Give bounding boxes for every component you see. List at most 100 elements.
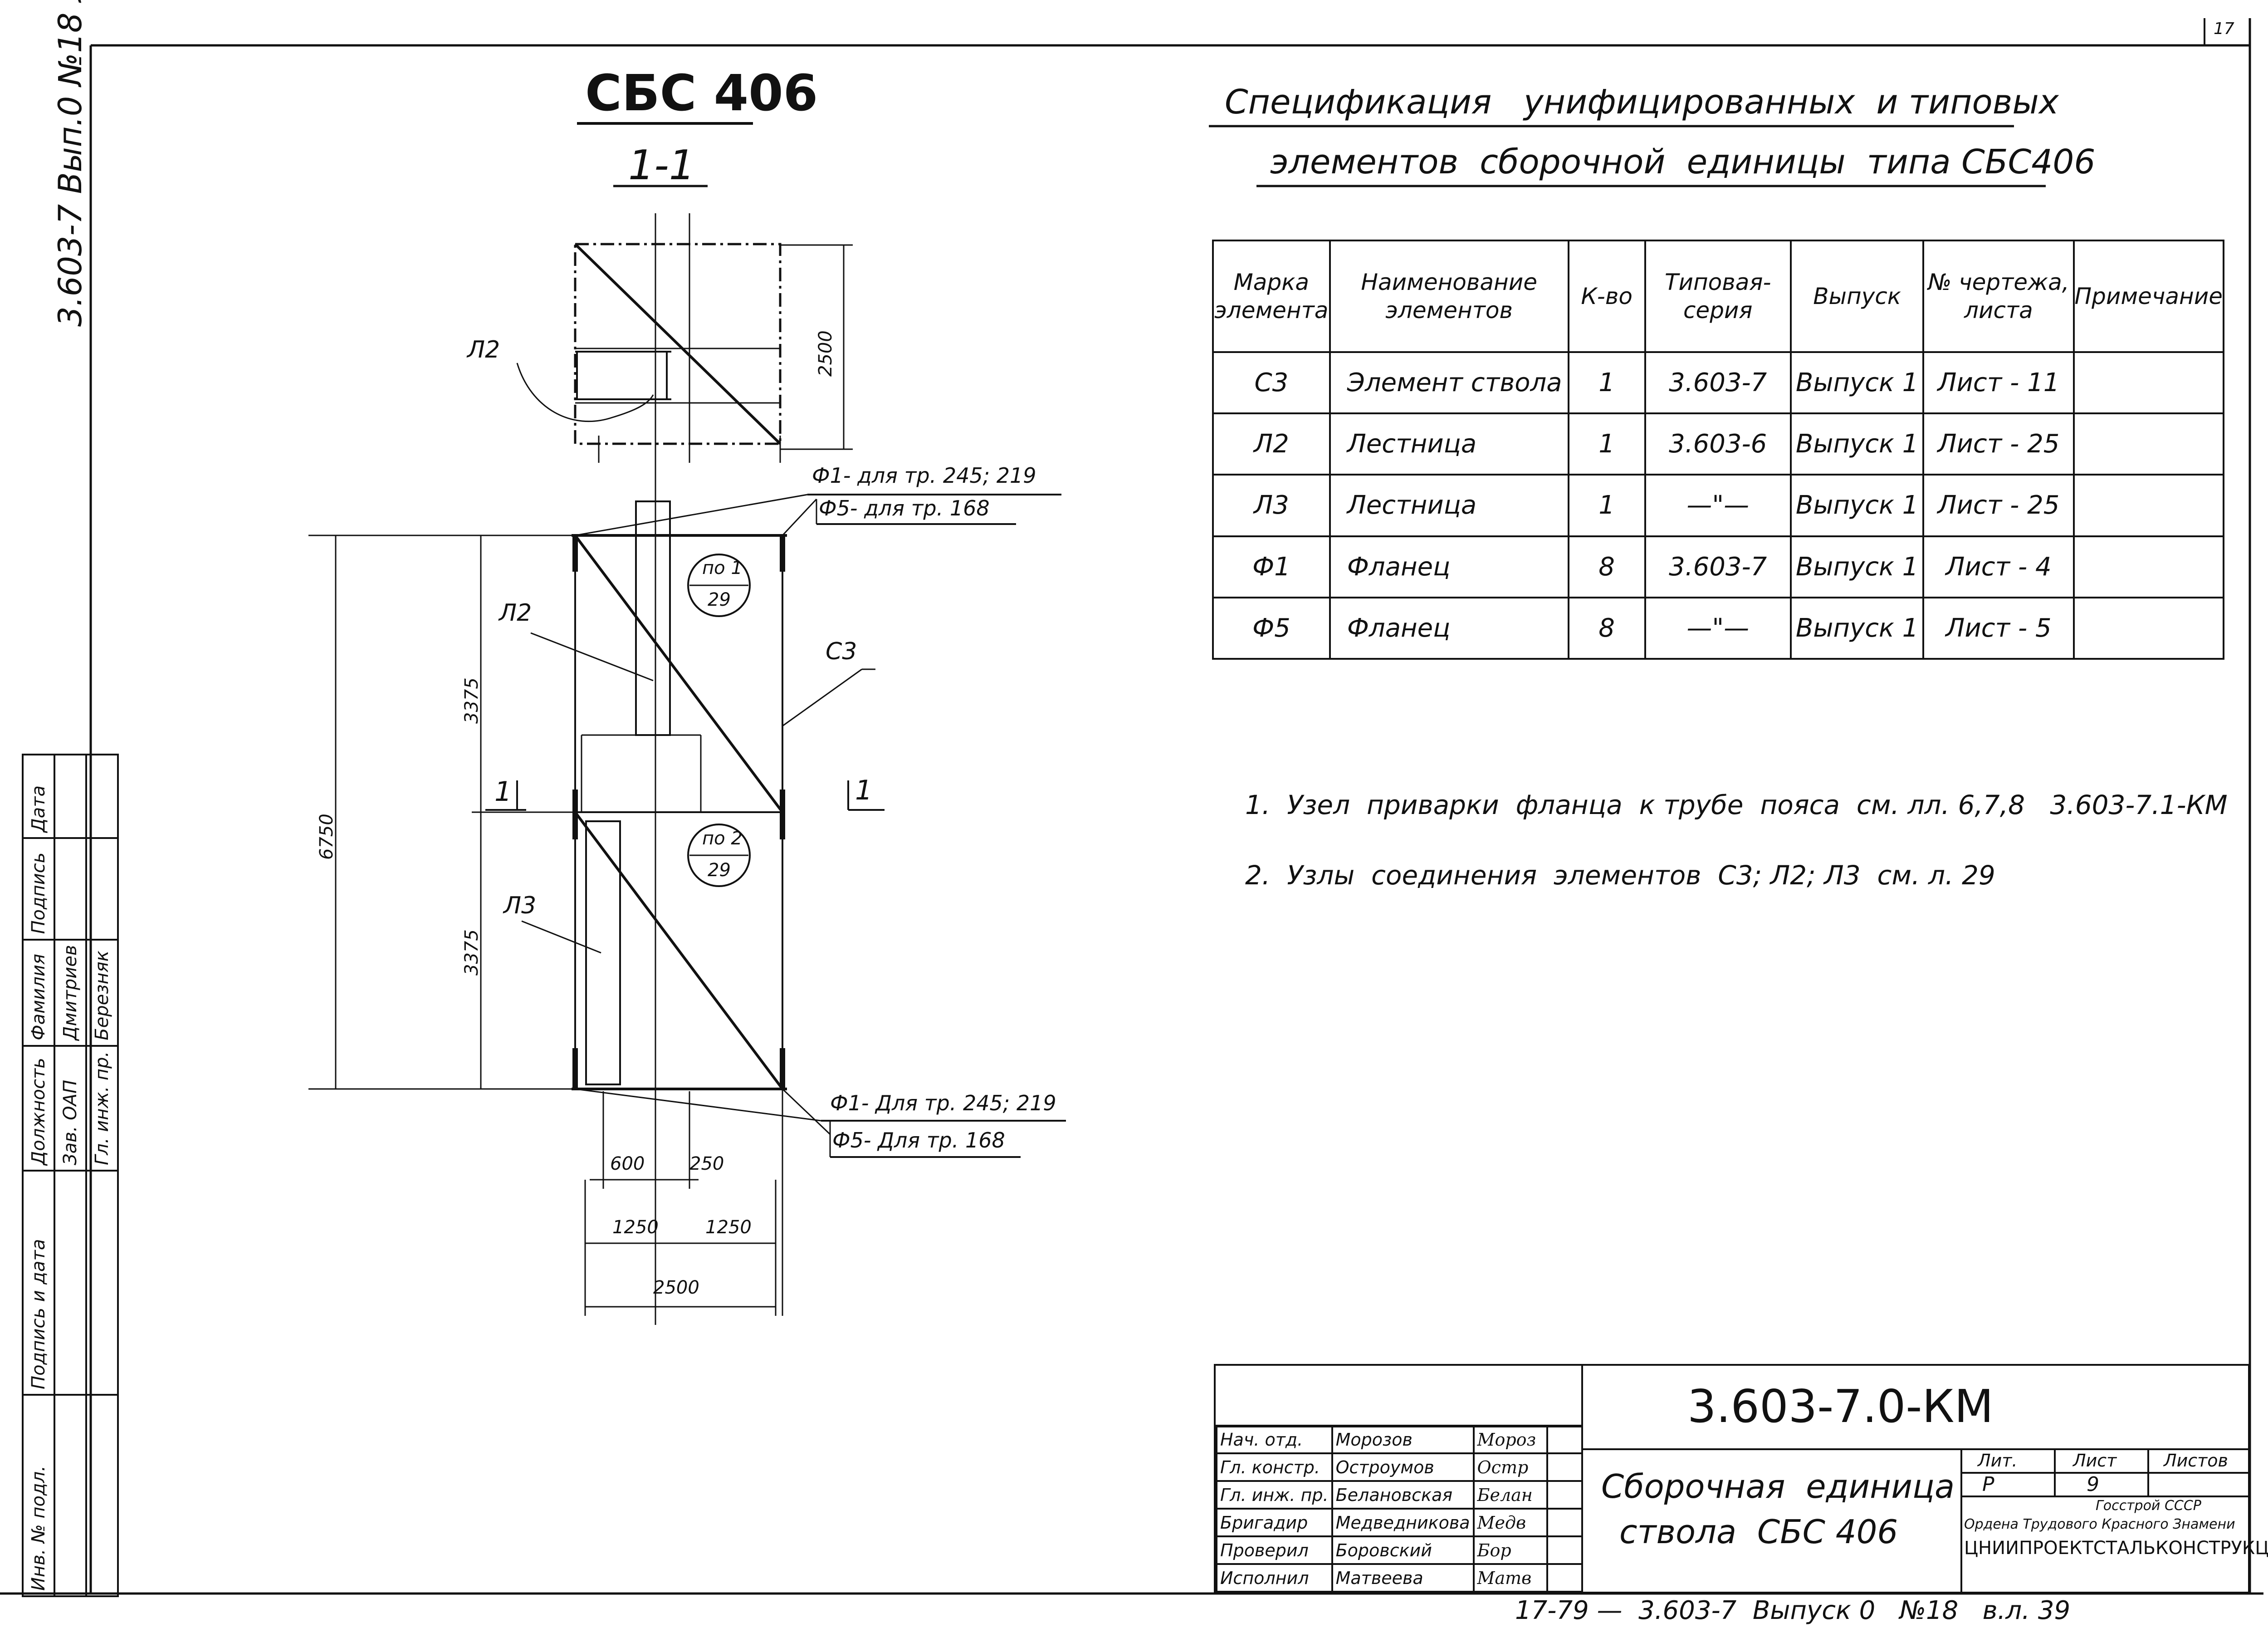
header-series: Типовая-серия (1644, 240, 1792, 353)
staff-signature: Матв (1472, 1563, 1548, 1593)
dim-3375-b: 3375 (461, 929, 482, 976)
cell-qty: 1 (1567, 412, 1646, 476)
dim-1250-a: 1250 (612, 1217, 659, 1238)
cell-mark: Л3 (1212, 474, 1331, 537)
node1-top: по 1 (702, 558, 743, 579)
staff-name: Остроумов (1331, 1452, 1475, 1482)
table-row: Ф1 Фланец 8 3.603-7 Выпуск 1 Лист - 4 (1212, 535, 2224, 598)
staff-role: Исполнил (1216, 1563, 1333, 1593)
staff-role: Проверил (1216, 1535, 1333, 1565)
sheets-label: Листов (2164, 1451, 2228, 1471)
cell-note (2072, 474, 2224, 537)
header-issue: Выпуск (1789, 240, 1925, 353)
callout-bot-f1: Ф1- Для тр. 245; 219 (830, 1091, 1056, 1115)
drawing-title: СБС 406 (585, 64, 818, 122)
cell-series: 3.603-6 (1644, 412, 1792, 476)
cell-sheet: Лист - 25 (1922, 474, 2075, 537)
col-position: Должность (23, 1045, 54, 1171)
staff-signature: Медв (1472, 1508, 1548, 1537)
staff-name: Медведникова (1331, 1508, 1475, 1537)
cell-name: Фланец (1329, 596, 1569, 660)
col-date: Дата (23, 754, 54, 838)
side-code: 3.603-7 Вып.0 №18 л.3 (52, 0, 89, 327)
dim-2500-top: 2500 (815, 330, 836, 377)
callout-top-f5: Ф5- для тр. 168 (819, 496, 990, 520)
table-row: Ф5 Фланец 8 —"— Выпуск 1 Лист - 5 (1212, 596, 2224, 660)
cell-name: Элемент ствола (1329, 351, 1569, 415)
cell-name: Фланец (1329, 535, 1569, 598)
header-mark: Марка элемента (1212, 240, 1331, 353)
cell-qty: 8 (1567, 596, 1646, 660)
stamp-surname: Березняк (86, 939, 118, 1046)
cell-issue: Выпуск 1 (1789, 474, 1925, 537)
stamp-surname: Дмитриев (54, 939, 86, 1046)
inv-label: Инв. № подл. (23, 1395, 54, 1596)
callout-bot-f5: Ф5- Для тр. 168 (832, 1128, 1005, 1152)
org-line1: Госстрой СССР (2096, 1498, 2201, 1514)
cell-series: —"— (1644, 596, 1792, 660)
label-l2-mid: Л2 (499, 599, 532, 627)
cell-note (2072, 535, 2224, 598)
cell-issue: Выпуск 1 (1789, 535, 1925, 598)
spec-table: Марка элемента Наименование элементов К-… (1212, 240, 2224, 660)
cell-mark: С3 (1212, 351, 1331, 415)
staff-name: Белановская (1331, 1480, 1475, 1510)
sheet-label: Лист (2073, 1451, 2117, 1471)
cell-sheet: Лист - 11 (1922, 351, 2075, 415)
spec-title-line2: элементов сборочной единицы типа СБС406 (1270, 142, 2096, 181)
cell-mark: Ф5 (1212, 596, 1331, 660)
spec-title-line1: Спецификация унифицированных и типовых (1225, 83, 2059, 122)
dim-600: 600 (610, 1153, 645, 1174)
cell-issue: Выпуск 1 (1789, 351, 1925, 415)
stamp-position: Зав. ОАП (54, 1045, 86, 1171)
header-qty: К-во (1567, 240, 1646, 353)
dim-1250-b: 1250 (705, 1217, 752, 1238)
staff-name: Матвеева (1331, 1563, 1475, 1593)
cell-name: Лестница (1329, 474, 1569, 537)
cell-issue: Выпуск 1 (1789, 412, 1925, 476)
staff-name: Боровский (1331, 1535, 1475, 1565)
staff-signature: Бор (1472, 1535, 1548, 1565)
staff-role: Нач. отд. (1216, 1425, 1333, 1454)
sheet-value: 9 (2087, 1473, 2099, 1496)
node2-top: по 2 (702, 828, 743, 849)
sign-date-label: Подпись и дата (23, 1171, 54, 1395)
node2-bot: 29 (708, 860, 731, 881)
cut-label-left: 1 (494, 776, 512, 808)
table-row: С3 Элемент ствола 1 3.603-7 Выпуск 1 Лис… (1212, 351, 2224, 415)
staff-name: Морозов (1331, 1425, 1475, 1454)
cut-label-right: 1 (855, 775, 873, 806)
label-c3: С3 (826, 638, 857, 665)
assembly-name-line2: ствола СБС 406 (1619, 1513, 1898, 1551)
cell-name: Лестница (1329, 412, 1569, 476)
callout-top-f1: Ф1- для тр. 245; 219 (812, 463, 1036, 488)
tb-sheet-cell (2054, 1472, 2149, 1497)
node1-bot: 29 (708, 589, 731, 610)
staff-signature: Белан (1472, 1480, 1548, 1510)
footer-text: 17-79 — 3.603-7 Выпуск 0 №18 в.л. 39 (1515, 1596, 2071, 1625)
cell-issue: Выпуск 1 (1789, 596, 1925, 660)
header-note: Примечание (2072, 240, 2224, 353)
cell-sheet: Лист - 25 (1922, 412, 2075, 476)
cell-qty: 1 (1567, 351, 1646, 415)
assembly-name-line1: Сборочная единица (1601, 1467, 1955, 1505)
cell-note (2072, 351, 2224, 415)
staff-signature: Остр (1472, 1452, 1548, 1482)
col-sign: Подпись (23, 838, 54, 940)
note-2: 2. Узлы соединения элементов С3; Л2; Л3 … (1245, 860, 1995, 891)
staff-role: Гл. инж. пр. (1216, 1480, 1333, 1510)
org-line3: ЦНИИПРОЕКТСТАЛЬКОНСТРУКЦИЯ (1964, 1538, 2268, 1559)
cell-qty: 1 (1567, 474, 1646, 537)
cell-mark: Ф1 (1212, 535, 1331, 598)
stamp-position: Гл. инж. пр. (86, 1045, 118, 1171)
label-l3: Л3 (503, 892, 537, 919)
staff-signature: Мороз (1472, 1425, 1548, 1454)
cell-sheet: Лист - 5 (1922, 596, 2075, 660)
